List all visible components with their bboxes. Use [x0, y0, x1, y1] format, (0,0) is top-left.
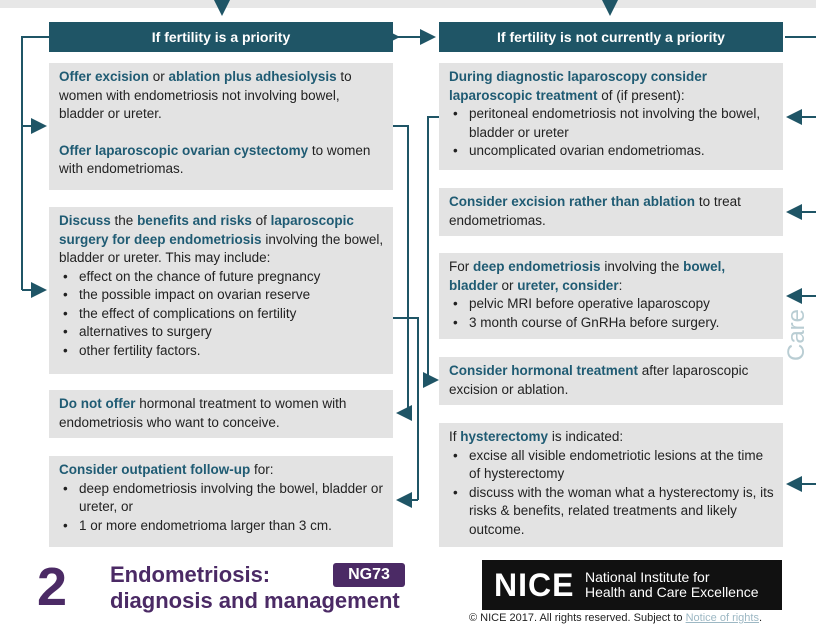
- left-column-header: If fertility is a priority: [49, 22, 393, 52]
- page-title: Endometriosis: diagnosis and management: [110, 562, 400, 614]
- deep-endometriosis-list: pelvic MRI before operative laparoscopy …: [449, 295, 775, 332]
- right-box-hysterectomy: If hysterectomy is indicated: excise all…: [439, 423, 783, 547]
- list-item: other fertility factors.: [59, 342, 385, 361]
- list-item: discuss with the woman what a hysterecto…: [449, 484, 775, 540]
- list-item: uncomplicated ovarian endometriomas.: [449, 142, 775, 161]
- notice-of-rights-link[interactable]: Notice of rights: [685, 612, 759, 624]
- right-box-hormonal: Consider hormonal treatment after laparo…: [439, 357, 783, 405]
- list-item: 1 or more endometrioma larger than 3 cm.: [59, 517, 385, 536]
- left-outer-connector: [21, 36, 49, 290]
- left-box-discuss: Discuss the benefits and risks of laparo…: [49, 207, 393, 374]
- guideline-badge: NG73: [333, 563, 405, 587]
- list-item: excise all visible endometriotic lesions…: [449, 447, 775, 484]
- list-item: deep endometriosis involving the bowel, …: [59, 480, 385, 517]
- right-box-diagnostic: During diagnostic laparoscopy consider l…: [439, 63, 783, 170]
- left-box-follow-up: Consider outpatient follow-up for: deep …: [49, 456, 393, 547]
- right-box-excision-ablation: Consider excision rather than ablation t…: [439, 188, 783, 236]
- list-item: alternatives to surgery: [59, 323, 385, 342]
- discuss-list: effect on the chance of future pregnancy…: [59, 268, 385, 361]
- title-line-1: Endometriosis:: [110, 562, 271, 587]
- follow-up-list: deep endometriosis involving the bowel, …: [59, 480, 385, 536]
- left-box-do-not-offer: Do not offer hormonal treatment to women…: [49, 390, 393, 438]
- list-item: the effect of complications on fertility: [59, 305, 385, 324]
- page-number: 2: [37, 557, 68, 617]
- list-item: peritoneal endometriosis not involving t…: [449, 105, 775, 142]
- list-item: the possible impact on ovarian reserve: [59, 286, 385, 305]
- nice-name-line-1: National Institute for: [585, 569, 710, 585]
- hysterectomy-list: excise all visible endometriotic lesions…: [449, 447, 775, 540]
- nice-logo: NICE National Institute for Health and C…: [482, 560, 782, 610]
- copyright-notice: © NICE 2017. All rights reserved. Subjec…: [469, 612, 762, 624]
- nice-logo-name: National Institute for Health and Care E…: [585, 570, 759, 600]
- copyright-text: © NICE 2017. All rights reserved. Subjec…: [469, 612, 686, 624]
- mid-connector-2: [393, 317, 419, 500]
- top-band: [0, 0, 816, 8]
- list-item: 3 month course of GnRHa before surgery.: [449, 314, 775, 333]
- mid-connector-1: [393, 125, 409, 413]
- list-item: pelvic MRI before operative laparoscopy: [449, 295, 775, 314]
- nice-logo-mark: NICE: [494, 567, 575, 603]
- list-item: effect on the chance of future pregnancy: [59, 268, 385, 287]
- title-line-2: diagnosis and management: [110, 588, 400, 613]
- nice-name-line-2: Health and Care Excellence: [585, 584, 759, 600]
- right-box-deep-endometriosis: For deep endometriosis involving the bow…: [439, 253, 783, 339]
- copyright-period: .: [758, 612, 763, 624]
- left-box-excision: Offer excision or ablation plus adhesiol…: [49, 63, 393, 190]
- mid-connector-3: [427, 116, 441, 380]
- right-column-header: If fertility is not currently a priority: [439, 22, 783, 52]
- diagnostic-list: peritoneal endometriosis not involving t…: [449, 105, 775, 161]
- care-side-label: Care: [783, 308, 810, 362]
